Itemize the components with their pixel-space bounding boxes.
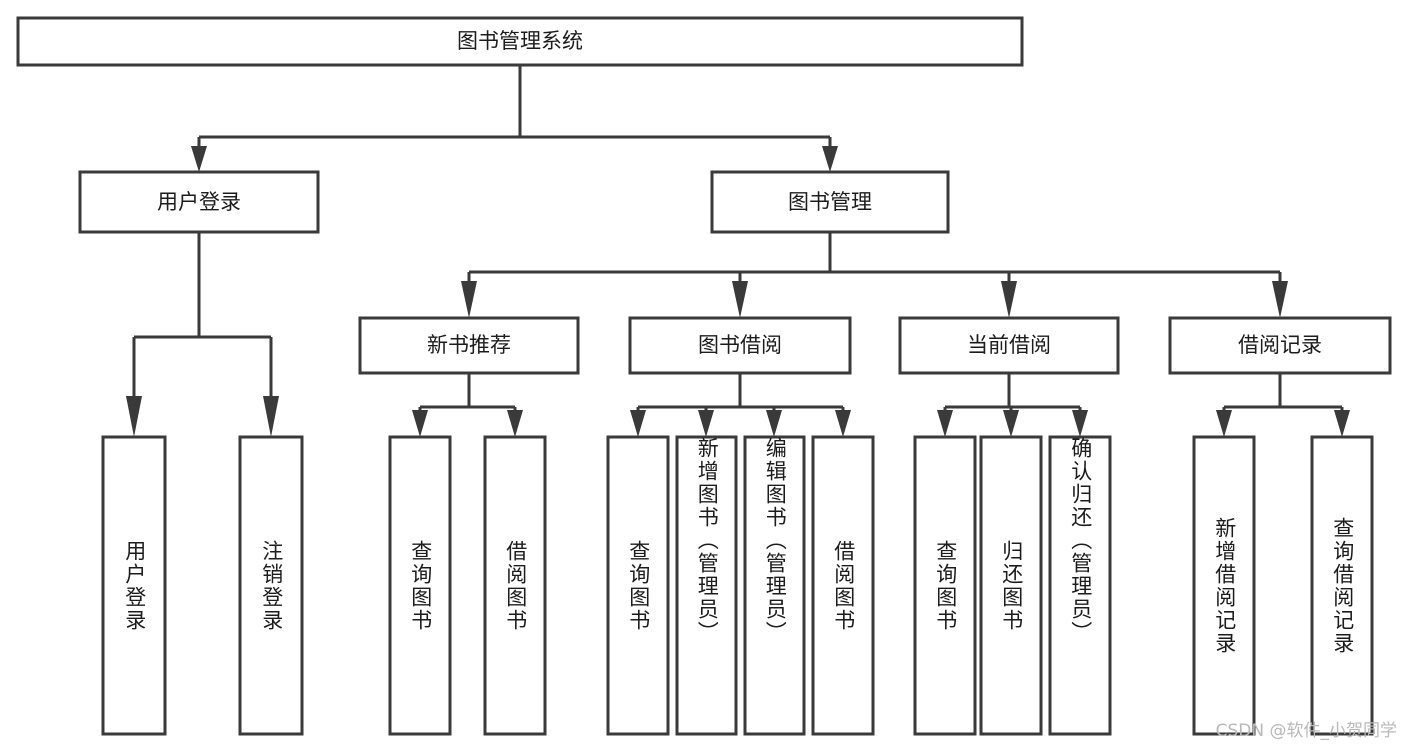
arrow-bookmgmt-to-newbook	[461, 281, 477, 318]
arrow-bookmgmt-to-current	[1001, 281, 1017, 318]
arrow-borrow-to-query	[630, 410, 646, 437]
label-borrow: 图书借阅	[698, 333, 782, 357]
connector-group-borrow	[630, 373, 851, 437]
node-box-newbook[interactable]	[358, 316, 580, 375]
node-box-borrow-lend[interactable]	[811, 435, 875, 736]
arrow-borrow-to-lend	[835, 410, 851, 437]
node-box-root[interactable]	[16, 16, 1024, 67]
node-box-records-add[interactable]	[1192, 435, 1256, 736]
arrow-newbook-to-borrow	[507, 410, 523, 437]
arrow-current-to-return	[1003, 410, 1019, 437]
arrow-login-to-logout	[263, 396, 279, 437]
arrow-borrow-to-add	[698, 410, 714, 437]
connector-group-root	[191, 65, 838, 172]
connector-group-bookmgmt	[461, 232, 1288, 318]
node-box-login[interactable]	[78, 170, 320, 234]
node-box-borrow-edit[interactable]	[743, 435, 806, 736]
node-box-bookmgmt[interactable]	[710, 170, 950, 234]
arrow-bookmgmt-to-borrow	[732, 281, 748, 318]
arrow-bookmgmt-to-records	[1272, 281, 1288, 318]
connector-group-current	[937, 373, 1088, 437]
label-login: 用户登录	[157, 190, 241, 214]
node-box-borrow[interactable]	[628, 316, 852, 375]
node-box-newbook-query[interactable]	[388, 435, 452, 736]
node-labels-horizontal: 图书管理系统 用户登录 图书管理 新书推荐 图书借阅 当前借阅 借阅记录	[157, 29, 1322, 357]
arrow-borrow-to-edit	[766, 410, 782, 437]
label-current: 当前借阅	[967, 333, 1051, 357]
arrow-records-to-add	[1216, 410, 1232, 437]
connector-group-newbook	[412, 373, 523, 437]
label-bookmgmt: 图书管理	[788, 190, 872, 214]
label-records: 借阅记录	[1238, 333, 1322, 357]
arrow-newbook-to-query	[412, 410, 428, 437]
node-box-current-query[interactable]	[913, 435, 977, 736]
node-boxes	[16, 16, 1392, 736]
arrow-login-to-user	[126, 396, 142, 437]
node-box-borrow-query[interactable]	[606, 435, 670, 736]
node-box-current[interactable]	[898, 316, 1120, 375]
node-box-current-confirm[interactable]	[1048, 435, 1112, 736]
connector-group-login	[126, 232, 279, 437]
arrow-current-to-confirm	[1072, 410, 1088, 437]
arrow-current-to-query	[937, 410, 953, 437]
node-box-current-return[interactable]	[979, 435, 1043, 736]
node-box-newbook-borrow[interactable]	[483, 435, 547, 736]
node-box-records-query[interactable]	[1310, 435, 1374, 736]
node-box-login-user[interactable]	[101, 435, 167, 736]
node-box-records[interactable]	[1168, 316, 1392, 375]
arrow-records-to-query	[1334, 410, 1350, 437]
node-box-login-logout[interactable]	[238, 435, 304, 736]
arrow-root-to-login	[191, 146, 207, 172]
node-box-borrow-add[interactable]	[675, 435, 738, 736]
label-newbook: 新书推荐	[427, 333, 511, 357]
label-root: 图书管理系统	[457, 29, 583, 53]
csdn-watermark: CSDN @软件_小贺同学	[1215, 721, 1397, 741]
arrow-root-to-bookmgmt	[822, 146, 838, 172]
connector-group-records	[1216, 373, 1350, 437]
